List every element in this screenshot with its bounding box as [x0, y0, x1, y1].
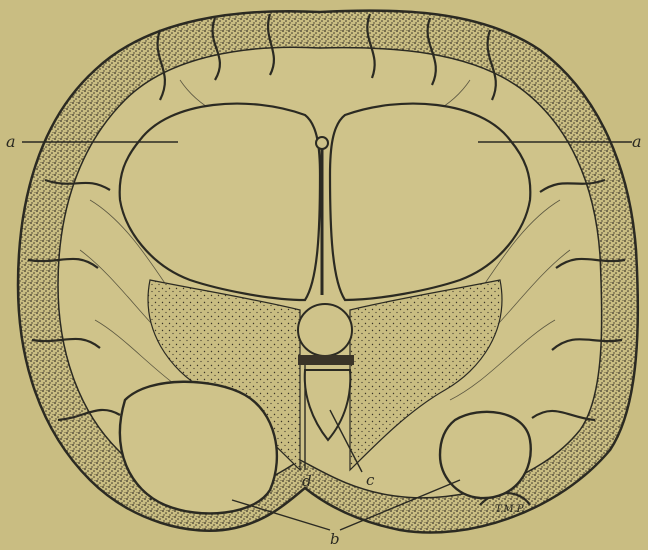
third-ventricle-upper: [298, 304, 352, 356]
commissure-bar: [298, 355, 354, 365]
right-inferior-horn: [440, 412, 531, 498]
septum-node: [316, 137, 328, 149]
label-d: d: [302, 472, 312, 490]
label-b: b: [330, 530, 340, 548]
label-a-right: a: [632, 132, 642, 151]
label-a-left: a: [6, 132, 16, 151]
artist-signature: T.M.P.: [495, 504, 525, 515]
label-c: c: [366, 471, 375, 489]
